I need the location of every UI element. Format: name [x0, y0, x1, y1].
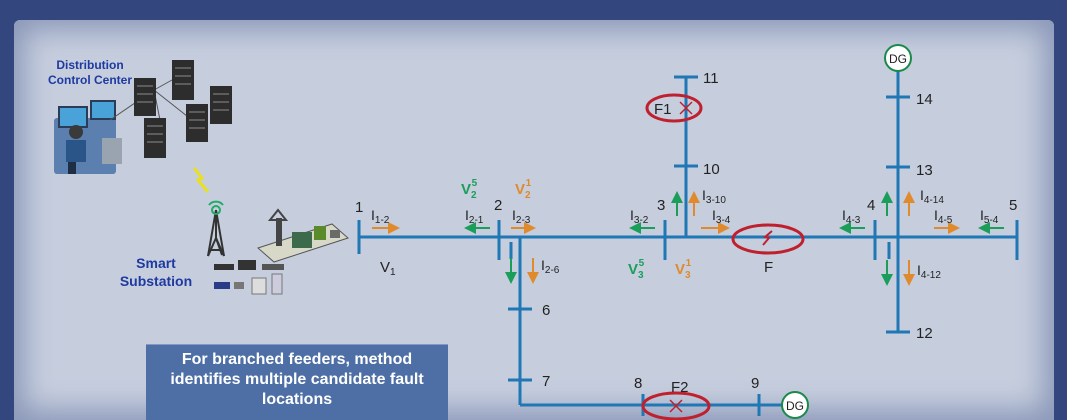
branched-feeder-note: For branched feeders, method identifies …: [146, 344, 448, 420]
fault-f2-icon: [669, 399, 683, 413]
fault-f-icon: [762, 230, 773, 246]
tower-icon: [207, 200, 225, 257]
node-12-label: 12: [916, 325, 933, 342]
current-i32-label: I3-2: [630, 207, 649, 226]
node-6-label: 6: [542, 302, 550, 319]
current-i23-label: I2-3: [512, 207, 531, 226]
fault-f1-icon: [679, 101, 693, 115]
node-4-label: 4: [867, 197, 875, 214]
server-racks-icon: [109, 60, 232, 158]
current-i45-label: I4-5: [934, 207, 953, 226]
voltage-v2-1-label: V21: [515, 178, 532, 201]
current-i34-label: I3-4: [712, 207, 731, 226]
node-10-label: 10: [703, 161, 720, 178]
node-14-label: 14: [916, 91, 933, 108]
feeder-diagram: Distribution Control Center: [48, 44, 1019, 420]
node-9-label: 9: [751, 375, 759, 392]
substation-label-line2: Substation: [120, 273, 192, 289]
node-3-label: 3: [657, 197, 665, 214]
dg-bottom-label: DG: [786, 399, 804, 413]
control-center-label-line1: Distribution: [56, 58, 123, 72]
voltage-v2-5-label: V25: [461, 178, 478, 201]
fault-f1-label: F1: [654, 101, 672, 118]
branched-feeder-note-text: For branched feeders, method identifies …: [170, 351, 424, 408]
current-i414-label: I4-14: [920, 187, 944, 206]
dg-bottom: DG: [759, 391, 809, 419]
node-13-label: 13: [916, 162, 933, 179]
control-center-label-line2: Control Center: [48, 73, 132, 87]
node-11-label: 11: [703, 70, 719, 87]
wireless-link-icon: [192, 167, 210, 193]
current-i12-label: I1-2: [371, 207, 390, 226]
voltage-v3-5-label: V35: [628, 258, 645, 281]
node-2-label: 2: [494, 197, 502, 214]
current-i54-label: I5-4: [980, 207, 999, 226]
dg-top: DG: [884, 44, 912, 72]
dg-top-label: DG: [889, 52, 907, 66]
control-center-icon: [54, 100, 122, 174]
fault-f1: F1: [645, 93, 703, 123]
voltage-v1-label: V1: [380, 259, 396, 278]
fault-f-label: F: [764, 259, 773, 276]
voltage-v3-1-label: V31: [675, 258, 692, 281]
substation-label-line1: Smart: [136, 255, 176, 271]
current-i21-label: I2-1: [465, 207, 484, 226]
current-i43-label: I4-3: [842, 207, 861, 226]
node-7-label: 7: [542, 373, 550, 390]
substation-equipment-icon: [214, 208, 349, 295]
node-1-label: 1: [355, 199, 363, 216]
fault-f: F: [731, 223, 805, 276]
current-i412-label: I4-12: [917, 262, 941, 281]
node-8-label: 8: [634, 375, 642, 392]
fault-f2: F2: [641, 379, 711, 420]
current-i26-label: I2-6: [541, 257, 560, 276]
node-5-label: 5: [1009, 197, 1017, 214]
feeder-lines: [357, 70, 1019, 416]
current-i310-label: I3-10: [702, 187, 726, 206]
fault-f2-label: F2: [671, 379, 689, 396]
